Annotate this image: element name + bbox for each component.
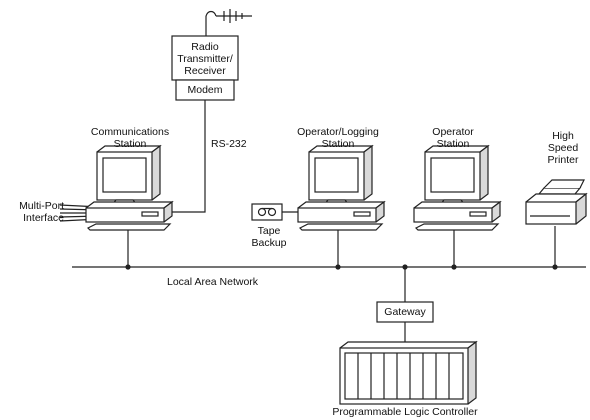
antenna-icon <box>205 9 252 36</box>
local-area-network-label: Local Area Network <box>167 276 259 288</box>
operator-station-label: Operator Station <box>432 126 474 150</box>
gateway-label: Gateway <box>384 306 426 318</box>
computer-workstation-icon <box>413 144 502 231</box>
rs232-cable <box>160 100 206 213</box>
plc-label: Programmable Logic Controller <box>332 406 478 418</box>
printer-icon <box>525 179 588 225</box>
rs232-label: RS-232 <box>211 138 247 150</box>
comm-station-junction <box>125 264 131 270</box>
printer-junction <box>552 264 558 270</box>
operator-logging-junction <box>335 264 341 270</box>
communications-station-label: Communications Station <box>90 126 170 150</box>
tape-drive-icon <box>251 203 283 221</box>
printer-label: High Speed Printer <box>547 130 579 166</box>
computer-workstation-icon <box>85 144 174 231</box>
tape-backup-label: Tape Backup <box>251 225 287 249</box>
plc-rack-icon <box>339 340 478 405</box>
radio-transmitter-label: Radio Transmitter/ Receiver <box>177 41 233 77</box>
modem-label: Modem <box>187 84 223 96</box>
operator-junction <box>451 264 457 270</box>
computer-workstation-icon <box>297 144 386 231</box>
multiport-interface-label: Multi-Port Interface <box>19 200 64 224</box>
operator-logging-station-label: Operator/Logging Station <box>297 126 379 150</box>
